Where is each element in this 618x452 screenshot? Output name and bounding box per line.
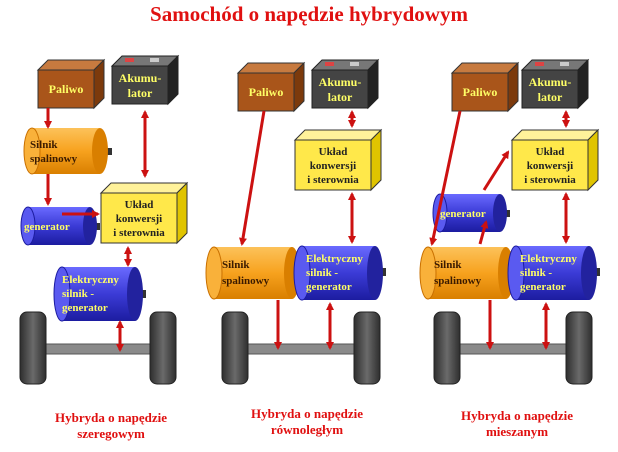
battery-label-line1: Akumu- [119,71,162,85]
motor-label-line3: generator [306,281,352,293]
electric-motor-generator: Elektryczny silnik - generator [53,266,146,322]
motor-label-line3: generator [520,281,566,293]
motor-label-line1: Elektryczny [306,253,363,265]
fuel-label: Paliwo [463,85,498,99]
page-title: Samochód o napędzie hybrydowym [150,2,468,26]
fuel-tank-box: Paliwo [450,61,520,113]
motor-label-line2: silnik - [62,288,94,300]
generator: generator [432,193,510,233]
engine-label-line2: spalinowy [222,275,270,287]
axle-and-wheels [433,311,593,385]
fuel-tank-box: Paliwo [36,58,106,110]
converter-label-line3: i sterownia [307,174,359,186]
generator-label: generator [440,208,486,220]
converter-label-line2: konwersji [527,160,573,172]
battery-label-line1: Akumu- [319,75,362,89]
motor-label-line2: silnik - [520,267,552,279]
caption-mixed-line2: mieszanym [485,424,549,439]
combustion-engine: Silnik spalinowy [419,246,514,300]
series-hybrid-diagram: Paliwo Akumu- lator Silnik spalinowy gen… [19,54,189,385]
converter-label-line2: konwersji [116,213,162,225]
converter-label-line3: i sterownia [524,174,576,186]
converter-label-line2: konwersji [310,160,356,172]
converter-label-line3: i sterownia [113,227,165,239]
motor-label-line1: Elektryczny [520,253,577,265]
fuel-tank-box: Paliwo [236,61,306,113]
engine-label-line2: spalinowy [434,275,482,287]
engine-label-line1: Silnik [434,259,462,271]
fuel-label: Paliwo [49,82,84,96]
converter-label-line1: Układ [125,199,154,211]
battery-box: Akumu- lator [110,54,180,106]
converter-label-line1: Układ [536,146,565,158]
caption-parallel-line2: równoległym [270,422,344,437]
converter-unit: Układ konwersji i sterownia [510,128,600,192]
energy-flow-arrows [429,110,570,350]
caption-parallel: Hybryda o napędzie równoległym [222,406,392,438]
caption-series: Hybryda o napędzie szeregowym [26,410,196,442]
battery-label-line2: lator [128,86,153,100]
mixed-hybrid-diagram: Paliwo Akumu- lator Układ konwersji i st… [419,58,600,385]
motor-label-line1: Elektryczny [62,274,119,286]
battery-box: Akumu- lator [310,58,380,110]
battery-label-line2: lator [538,90,563,104]
electric-motor-generator: Elektryczny silnik - generator [507,245,600,301]
engine-label-line2: spalinowy [30,153,78,165]
axle-and-wheels [19,311,177,385]
combustion-engine: Silnik spalinowy [205,246,300,300]
energy-flow-arrows [239,110,356,350]
caption-mixed: Hybryda o napędzie mieszanym [432,408,602,440]
engine-label-line1: Silnik [222,259,250,271]
caption-parallel-line1: Hybryda o napędzie [251,406,363,421]
converter-unit: Układ konwersji i sterownia [293,128,383,192]
battery-box: Akumu- lator [520,58,590,110]
parallel-hybrid-diagram: Paliwo Akumu- lator Układ konwersji i st… [205,58,386,385]
axle-and-wheels [221,311,381,385]
caption-series-line1: Hybryda o napędzie [55,410,167,425]
caption-series-line2: szeregowym [77,426,145,441]
energy-flow-arrows [44,108,149,352]
generator-label: generator [24,221,70,233]
caption-mixed-line1: Hybryda o napędzie [461,408,573,423]
battery-label-line1: Akumu- [529,75,572,89]
converter-unit: Układ konwersji i sterownia [99,181,189,245]
fuel-label: Paliwo [249,85,284,99]
converter-label-line1: Układ [319,146,348,158]
engine-label-line1: Silnik [30,139,58,151]
motor-label-line2: silnik - [306,267,338,279]
electric-motor-generator: Elektryczny silnik - generator [293,245,386,301]
combustion-engine: Silnik spalinowy [23,127,112,175]
motor-label-line3: generator [62,302,108,314]
battery-label-line2: lator [328,90,353,104]
